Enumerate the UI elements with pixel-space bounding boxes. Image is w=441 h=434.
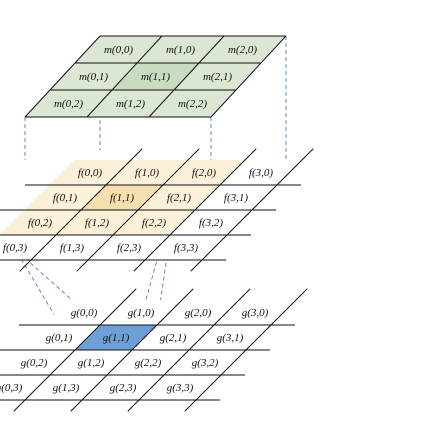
f-cell-label: f(3,2) [199,217,223,229]
g-column-line [127,288,251,412]
m-cell-label: m(0,0) [104,44,133,56]
g-grid-layer: g(0,0) g(1,0) g(2,0) g(3,0) g(0,1) g(1,1) g(2,… [0,288,308,412]
g-cell-2-2 [107,350,189,375]
f-cell-label: f(0,2) [28,217,52,229]
g-cell-1-1 [75,325,157,350]
f-cell-3-0 [220,160,302,185]
f-cell-1-0 [106,160,188,185]
m-cell-label: m(2,1) [203,71,232,83]
g-cell-0-3 [0,375,50,400]
m-cell-0-1 [50,63,137,90]
m-cell-1-2 [87,90,174,117]
f-cell-1-1 [81,185,163,210]
f-cell-label: f(1,0) [135,167,159,179]
g-cell-label: g(0,2) [21,357,48,369]
g-cell-label: g(0,1) [46,332,73,344]
m-cell-label: m(1,1) [141,71,170,83]
f-cell-3-1 [195,185,277,210]
m-cell-2-0 [199,36,286,63]
f-cell-label: f(0,1) [53,192,77,204]
g-cell-3-3 [139,375,221,400]
f-cell-2-0 [163,160,245,185]
g-column-line [184,288,308,412]
f-cell-3-2 [170,210,252,235]
g-cell-label: g(3,3) [167,382,194,394]
g-cell-0-0 [43,300,125,325]
f-cell-label: f(1,3) [60,242,84,254]
f-cell-label: f(2,1) [167,192,191,204]
g-cell-label: g(2,3) [110,382,137,394]
f-cell-label: f(3,0) [249,167,273,179]
f-cell-0-1 [24,185,106,210]
f-cell-label: f(2,3) [117,242,141,254]
m-column-line [24,35,101,118]
f-column-line [76,148,200,272]
g-cell-2-1 [132,325,214,350]
m-cell-label: m(2,0) [228,44,257,56]
m-cell-0-2 [25,90,112,117]
m-cell-label: m(0,1) [79,71,108,83]
f-cell-label: f(0,0) [78,167,102,179]
g-cell-3-2 [164,350,246,375]
g-cell-label: g(0,3) [0,382,23,394]
g-column-line [13,288,137,412]
f-cell-0-3 [0,235,56,260]
f-cell-label: f(0,3) [3,242,27,254]
g-cell-2-3 [82,375,164,400]
g-cell-3-0 [214,300,296,325]
m-cell-2-1 [174,63,261,90]
m-cell-label: m(1,2) [116,98,145,110]
g-cell-label: g(3,2) [192,357,219,369]
f-cell-2-3 [88,235,170,260]
g-cell-label: g(1,3) [53,382,80,394]
g-column-line [70,288,194,412]
g-cell-label: g(2,1) [160,332,187,344]
g-cell-label: g(2,0) [185,307,212,319]
m-cell-1-0 [137,36,224,63]
m-cell-label: m(0,2) [54,98,83,110]
m-cell-1-1 [112,63,199,90]
f-cell-label: f(2,0) [192,167,216,179]
m-column-line [148,35,225,118]
g-cell-label: g(2,2) [135,357,162,369]
g-cell-label: g(1,1) [103,332,130,344]
g-cell-1-3 [25,375,107,400]
g-cell-0-1 [18,325,100,350]
f-cell-label: f(1,2) [85,217,109,229]
g-cell-label: g(0,0) [71,307,98,319]
m-grid-layer: m(0,0) m(1,0) m(2,0) m(0,1) m(1,1) m(2,1) m(0,… [24,35,287,118]
g-cell-2-0 [157,300,239,325]
g-cell-3-1 [189,325,271,350]
f-cell-0-2 [0,210,81,235]
g-cell-label: g(1,2) [78,357,105,369]
f-cell-label: f(3,3) [174,242,198,254]
f-cell-1-2 [56,210,138,235]
f-cell-2-2 [113,210,195,235]
m-cell-label: m(1,0) [166,44,195,56]
m-column-line [86,35,163,118]
g-cell-label: g(3,0) [242,307,269,319]
f-cell-0-0 [49,160,131,185]
g-cell-1-0 [100,300,182,325]
m-cell-label: m(2,2) [178,98,207,110]
f-cell-2-1 [138,185,220,210]
m-column-line [210,35,287,118]
f-grid-layer: f(0,0) f(1,0) f(2,0) f(3,0) f(0,1) f(1,1) f(2,… [0,148,314,272]
m-cell-0-0 [75,36,162,63]
f-cell-label: f(2,2) [142,217,166,229]
m-cell-2-2 [149,90,236,117]
f-cell-1-3 [31,235,113,260]
f-cell-label: f(1,1) [110,192,134,204]
g-cell-label: g(1,0) [128,307,155,319]
f-column-line [133,148,257,272]
f-cell-3-3 [145,235,227,260]
g-cell-label: g(3,1) [217,332,244,344]
f-cell-label: f(3,1) [224,192,248,204]
f-column-line [19,148,143,272]
g-cell-1-2 [50,350,132,375]
f-column-line [190,148,314,272]
